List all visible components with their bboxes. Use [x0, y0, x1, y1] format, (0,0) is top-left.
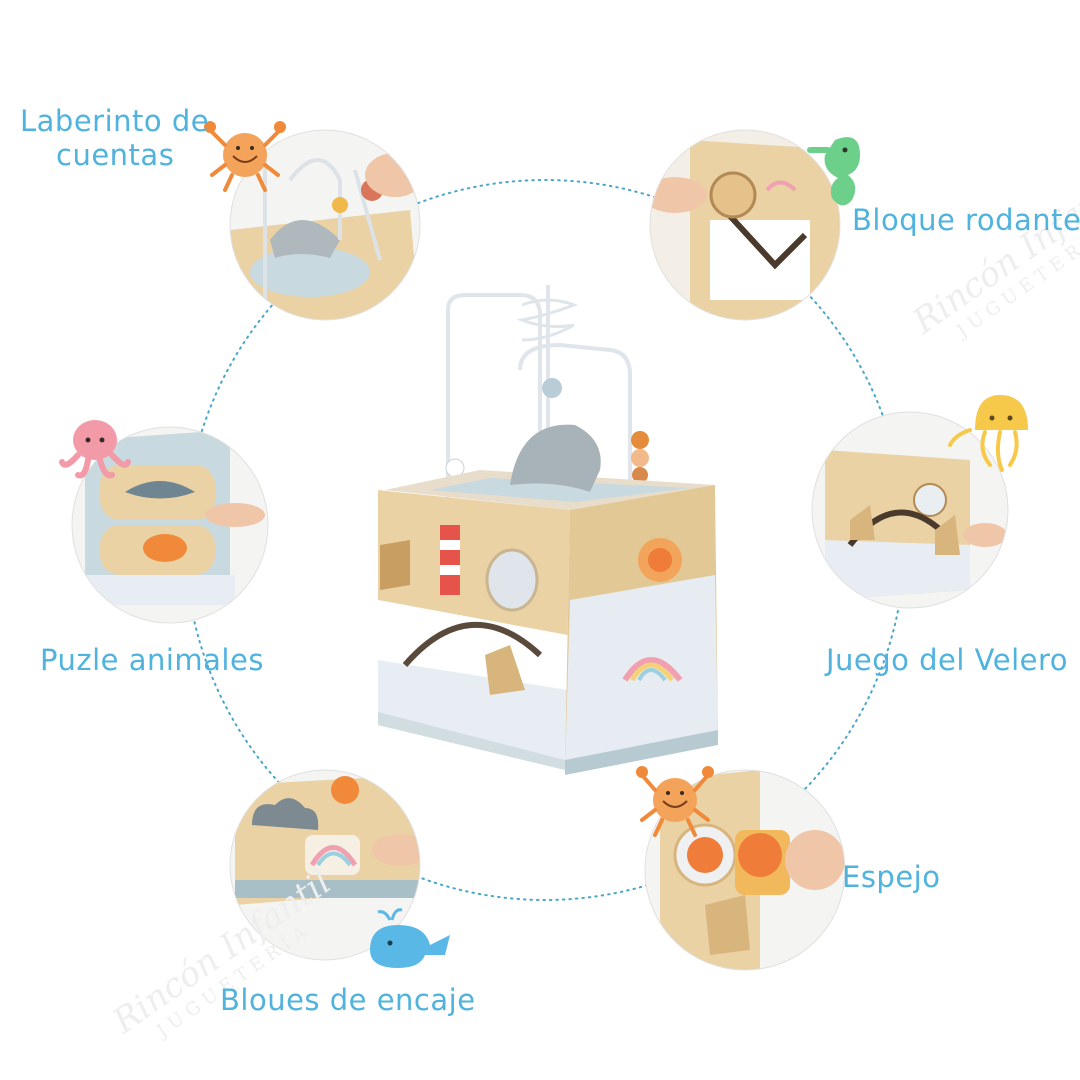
detail-bloque: [650, 130, 840, 320]
label-juego-velero: Juego del Velero: [826, 643, 1069, 677]
crab-icon: [636, 766, 714, 837]
detail-bloques: [230, 770, 420, 960]
label-bloque-rodante: Bloque rodante: [852, 203, 1080, 237]
detail-puzle: [72, 427, 268, 623]
octopus-icon: [59, 420, 131, 479]
jellyfish-icon: [948, 395, 1028, 472]
label-bloques-encaje: Bloues de encaje: [220, 983, 476, 1017]
activity-cube: [378, 285, 718, 775]
detail-laberinto: [230, 130, 420, 320]
detail-velero: [812, 412, 1008, 608]
whale-icon: [370, 908, 450, 968]
label-laberinto: Laberinto de cuentas: [20, 104, 210, 172]
label-espejo: Espejo: [842, 860, 941, 894]
seahorse-icon: [807, 137, 860, 206]
label-puzle-animales: Puzle animales: [40, 643, 264, 677]
crab-icon: [204, 121, 286, 192]
